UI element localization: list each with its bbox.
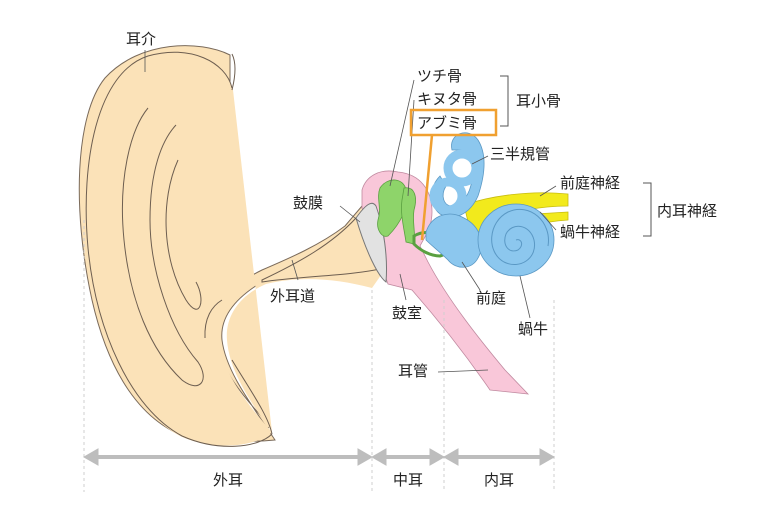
vestibule-shape [425,213,482,268]
concha-line [165,159,202,310]
zone-inner-label: 内耳 [484,471,514,489]
label-eustachian-tube: 耳管 [398,362,428,380]
label-tympanic-membrane: 鼓膜 [293,194,323,212]
stapes-highlight-box [409,108,498,137]
helix-tail [231,359,273,435]
label-external-canal: 外耳道 [270,287,315,305]
label-auricle: 耳介 [126,30,156,48]
inner-ear-nerve-bracket [643,182,652,237]
label-incus: キヌタ骨 [417,90,477,108]
zone-arrows [82,448,556,466]
ossicles-bracket [500,75,509,127]
label-vestibule: 前庭 [476,289,506,307]
label-inner-ear-nerve: 内耳神経 [657,202,717,220]
inner-ear-shape [425,132,569,277]
label-ossicles: 耳小骨 [516,92,561,110]
auricle-outline [85,51,273,447]
semicircular-loop-top [443,149,481,187]
tragus-line [204,299,223,339]
auricle-fill [86,53,387,446]
incus-shape [401,187,416,245]
stapes-highlight-pointer [420,134,434,241]
label-tympanic-cavity: 鼓室 [392,304,422,322]
zone-outer-label: 外耳 [213,471,243,489]
zone-middle-label: 中耳 [393,471,423,489]
leader-lines [144,50,557,373]
zone-separators [83,220,555,492]
cochlea-spiral [491,208,549,265]
label-semicircular-canals: 三半規管 [490,145,550,163]
label-vestibular-nerve: 前庭神経 [560,174,620,192]
outer-ear-shape [78,45,387,447]
semicircular-loop-side [429,177,467,215]
malleus-shape [377,179,408,237]
label-cochlea: 蝸牛 [518,320,548,338]
label-cochlear-nerve: 蝸牛神経 [560,223,620,241]
top-curl-line [231,53,236,91]
middle-ear-shape [355,170,530,395]
label-stapes: アブミ骨 [417,114,477,132]
label-malleus: ツチ骨 [417,67,462,85]
antihelix-inner-line [121,107,204,387]
